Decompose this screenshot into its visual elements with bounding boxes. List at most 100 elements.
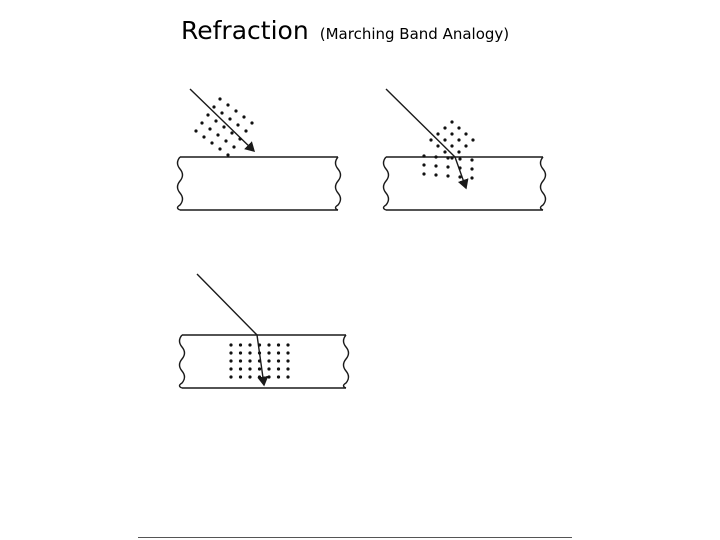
marcher-dot (248, 351, 251, 354)
marcher-dot (470, 167, 473, 170)
marcher-dot (239, 375, 242, 378)
marcher-dot (238, 137, 241, 140)
panel-1-band-entering (178, 89, 341, 210)
marcher-dot (443, 126, 446, 129)
marcher-dot (450, 156, 453, 159)
marcher-dot (218, 147, 221, 150)
marcher-dot (232, 145, 235, 148)
marcher-dot (258, 375, 261, 378)
marcher-dot (208, 127, 211, 130)
marcher-dot (194, 129, 197, 132)
marcher-dot (229, 359, 232, 362)
marcher-dot (450, 144, 453, 147)
bottom-divider (138, 537, 572, 538)
marcher-dot (236, 123, 239, 126)
medium-block-1 (178, 157, 341, 210)
marcher-dot (422, 163, 425, 166)
marcher-dot (239, 367, 242, 370)
marcher-dot (446, 174, 449, 177)
marcher-dot (229, 351, 232, 354)
marcher-dot (214, 119, 217, 122)
marcher-dot (470, 158, 473, 161)
marcher-dot (422, 154, 425, 157)
marcher-dot (471, 138, 474, 141)
marcher-dot (277, 367, 280, 370)
marcher-dot (429, 138, 432, 141)
marcher-dot (229, 367, 232, 370)
marcher-dot (436, 132, 439, 135)
marcher-dot (248, 375, 251, 378)
marcher-dot (450, 120, 453, 123)
marcher-dot (220, 111, 223, 114)
marcher-dot (277, 351, 280, 354)
marcher-dot (286, 343, 289, 346)
marcher-dot (234, 109, 237, 112)
marcher-dot (457, 126, 460, 129)
marcher-dot (267, 375, 270, 378)
marcher-dot (228, 117, 231, 120)
marcher-dot (242, 115, 245, 118)
marcher-dot (229, 375, 232, 378)
marcher-dot (446, 165, 449, 168)
marcher-dot (286, 367, 289, 370)
marcher-dot (230, 131, 233, 134)
panel-2-band-bending (384, 89, 546, 210)
marcher-dot (446, 156, 449, 159)
direction-arrow-1 (190, 89, 254, 151)
marcher-dot (470, 176, 473, 179)
marcher-dot (239, 351, 242, 354)
marcher-dot (277, 375, 280, 378)
marcher-dot (422, 172, 425, 175)
marcher-dot (248, 343, 251, 346)
marcher-dot (434, 155, 437, 158)
marcher-dot (210, 141, 213, 144)
marcher-dot (457, 150, 460, 153)
marcher-dot (258, 351, 261, 354)
marcher-dot (464, 132, 467, 135)
marcher-dot (443, 138, 446, 141)
marcher-dot (216, 133, 219, 136)
marcher-dot (239, 343, 242, 346)
marcher-dot (258, 359, 261, 362)
marcher-dot (277, 359, 280, 362)
marcher-dot (212, 105, 215, 108)
marcher-dot (267, 343, 270, 346)
marcher-dot (464, 144, 467, 147)
direction-arrow-2 (386, 89, 466, 188)
marcher-dot (458, 157, 461, 160)
marcher-dot (202, 135, 205, 138)
marcher-dot (250, 121, 253, 124)
marcher-dot (222, 125, 225, 128)
marcher-dot (258, 343, 261, 346)
marcher-dot (224, 139, 227, 142)
marcher-dot (267, 367, 270, 370)
marcher-dot (286, 351, 289, 354)
marcher-dot (286, 375, 289, 378)
marcher-dot (226, 153, 229, 156)
marcher-dot (434, 164, 437, 167)
marcher-dot (248, 367, 251, 370)
marcher-dot (458, 166, 461, 169)
marcher-dot (277, 343, 280, 346)
marcher-dot (267, 359, 270, 362)
panel-3-band-inside (180, 274, 349, 388)
marcher-dot (206, 113, 209, 116)
marcher-dot (244, 129, 247, 132)
marcher-dot (218, 97, 221, 100)
marcher-dot (248, 359, 251, 362)
marcher-dot (457, 138, 460, 141)
marcher-dot (258, 367, 261, 370)
marcher-dot (443, 150, 446, 153)
marcher-dot (286, 359, 289, 362)
marcher-dot (229, 343, 232, 346)
marcher-dot (200, 121, 203, 124)
marcher-dot (450, 132, 453, 135)
marchers-group-1 (194, 97, 253, 156)
marcher-dot (458, 175, 461, 178)
marcher-dot (434, 173, 437, 176)
marcher-dot (267, 351, 270, 354)
marcher-dot (239, 359, 242, 362)
marcher-dot (436, 144, 439, 147)
marcher-dot (226, 103, 229, 106)
